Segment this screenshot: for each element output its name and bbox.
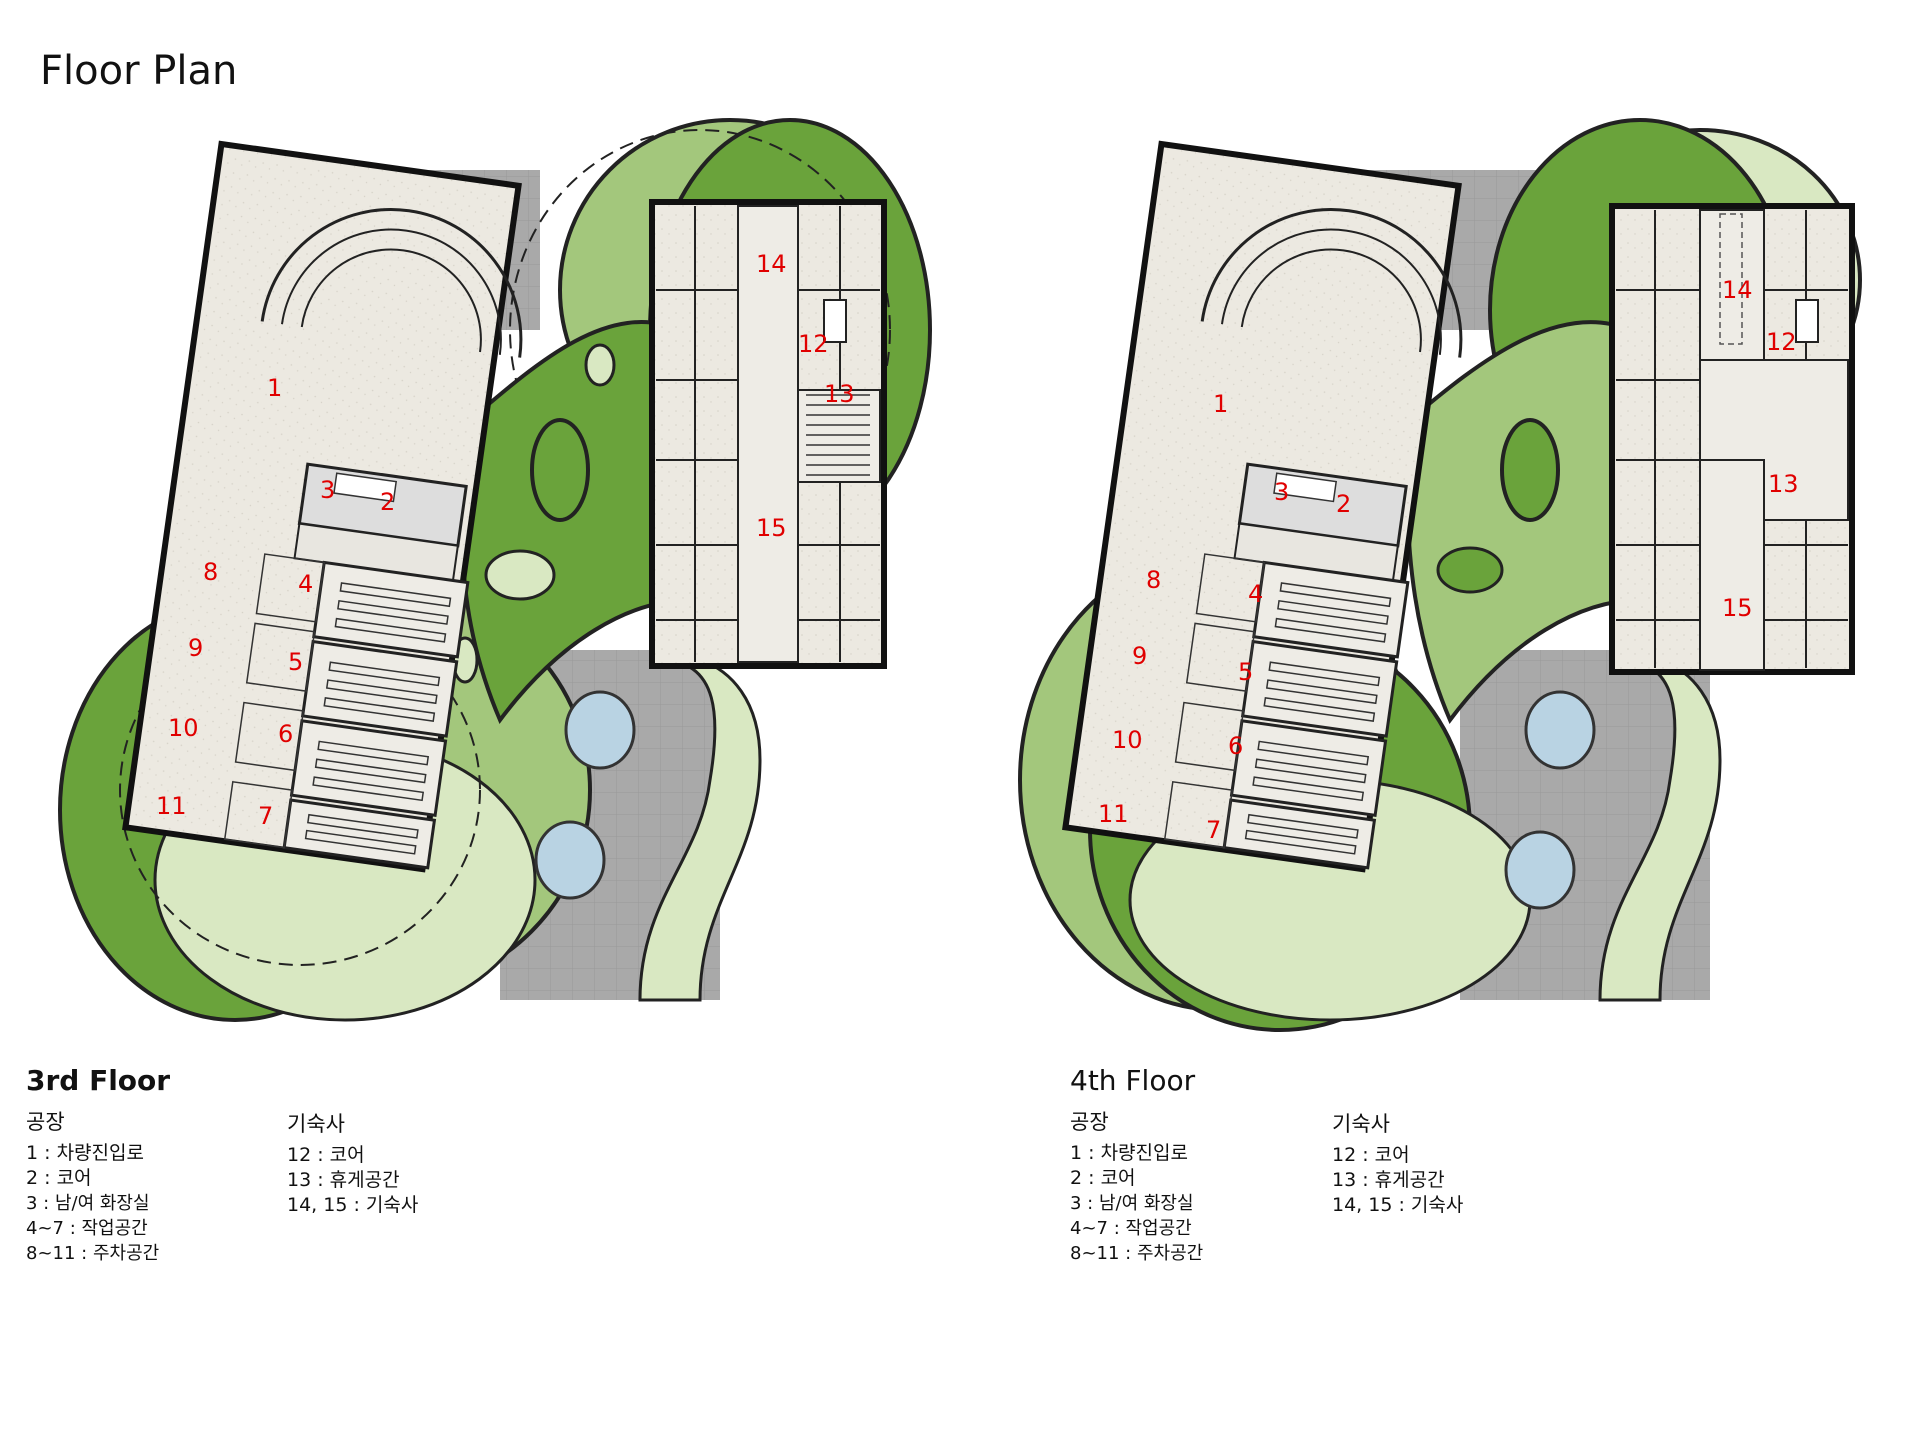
page-title: Floor Plan: [40, 48, 238, 94]
legend-item: 2 : 코어: [1070, 1167, 1136, 1189]
room-label-15: 15: [1722, 594, 1753, 622]
room-label-10: 10: [168, 714, 199, 742]
room-label-6: 6: [278, 720, 293, 748]
room-label-13: 13: [1768, 470, 1799, 498]
room-label-8: 8: [1146, 566, 1161, 594]
room-label-12: 12: [1766, 328, 1797, 356]
room-label-9: 9: [188, 634, 203, 662]
room-label-2: 2: [380, 488, 395, 516]
room-label-13: 13: [824, 380, 855, 408]
legend-item: 3 : 남/여 화장실: [26, 1193, 150, 1214]
room-label-7: 7: [1206, 816, 1221, 844]
legend-factory-4th: 공장 1 : 차량진입로 2 : 코어 3 : 남/여 화장실 4~7 : 작업…: [1070, 1110, 1203, 1266]
legend-item: 4~7 : 작업공간: [26, 1218, 148, 1239]
room-label-11: 11: [156, 792, 187, 820]
room-label-4: 4: [298, 570, 313, 598]
room-label-15: 15: [756, 514, 787, 542]
room-label-8: 8: [203, 558, 218, 586]
room-label-10: 10: [1112, 726, 1143, 754]
water-feature: [1504, 830, 1576, 910]
room-label-3: 3: [320, 476, 335, 504]
legend-item: 14, 15 : 기숙사: [287, 1194, 419, 1216]
room-label-1: 1: [1213, 390, 1228, 418]
legend-dorm-3rd: 기숙사 12 : 코어 13 : 휴게공간 14, 15 : 기숙사: [287, 1112, 418, 1218]
room-labels: 1 2 3 4 5 6 7 8 9 10 11 12 13 14 15: [156, 250, 855, 830]
room-labels: 1 2 3 4 5 6 7 8 9 10 11 12 13 14 15: [1098, 276, 1799, 844]
room-label-2: 2: [1336, 490, 1351, 518]
room-label-9: 9: [1132, 642, 1147, 670]
room-label-7: 7: [258, 802, 273, 830]
green-band: [1405, 320, 1643, 724]
legend-item: 4~7 : 작업공간: [1070, 1218, 1192, 1239]
legend-item: 3 : 남/여 화장실: [1070, 1193, 1194, 1214]
dormitory-block: [1609, 203, 1855, 675]
legend-item: 8~11 : 주차공간: [1070, 1243, 1204, 1264]
legend-item: 13 : 휴게공간: [287, 1169, 400, 1191]
legend-factory-3rd: 공장 1 : 차량진입로 2 : 코어 3 : 남/여 화장실 4~7 : 작업…: [26, 1110, 159, 1266]
water-feature: [1524, 690, 1596, 770]
room-label-4: 4: [1248, 580, 1263, 608]
water-feature: [564, 690, 636, 770]
legend-title: 기숙사: [287, 1112, 345, 1136]
legend-title: 공장: [26, 1110, 65, 1134]
room-label-14: 14: [756, 250, 787, 278]
legend-item: 2 : 코어: [26, 1167, 92, 1189]
room-label-11: 11: [1098, 800, 1129, 828]
room-label-3: 3: [1274, 478, 1289, 506]
factory-block: [122, 140, 523, 873]
legend-item: 1 : 차량진입로: [1070, 1142, 1188, 1164]
legend-title: 기숙사: [1332, 1112, 1390, 1136]
room-label-12: 12: [798, 330, 829, 358]
legend-item: 12 : 코어: [287, 1144, 365, 1166]
dormitory-block: [649, 199, 887, 669]
floor-heading-3rd: 3rd Floor: [26, 1064, 171, 1097]
floor-heading-4th: 4th Floor: [1070, 1064, 1196, 1097]
legend-item: 12 : 코어: [1332, 1144, 1410, 1166]
legend-item: 13 : 휴게공간: [1332, 1169, 1445, 1191]
legend-item: 1 : 차량진입로: [26, 1142, 144, 1164]
room-label-6: 6: [1228, 732, 1243, 760]
room-label-5: 5: [288, 648, 303, 676]
plan-3rd-floor: 1 2 3 4 5 6 7 8 9 10 11 12 13 14 15: [58, 118, 932, 1022]
water-feature: [534, 820, 606, 900]
legend-title: 공장: [1070, 1110, 1109, 1134]
room-label-1: 1: [267, 374, 282, 402]
room-label-5: 5: [1238, 658, 1253, 686]
factory-block: [1062, 140, 1463, 873]
room-label-14: 14: [1722, 276, 1753, 304]
legend-item: 14, 15 : 기숙사: [1332, 1194, 1464, 1216]
legend-dorm-4th: 기숙사 12 : 코어 13 : 휴게공간 14, 15 : 기숙사: [1332, 1112, 1463, 1218]
legend-item: 8~11 : 주차공간: [26, 1243, 160, 1264]
plan-4th-floor: 1 2 3 4 5 6 7 8 9 10 11 12 13 14 15: [1018, 118, 1862, 1032]
